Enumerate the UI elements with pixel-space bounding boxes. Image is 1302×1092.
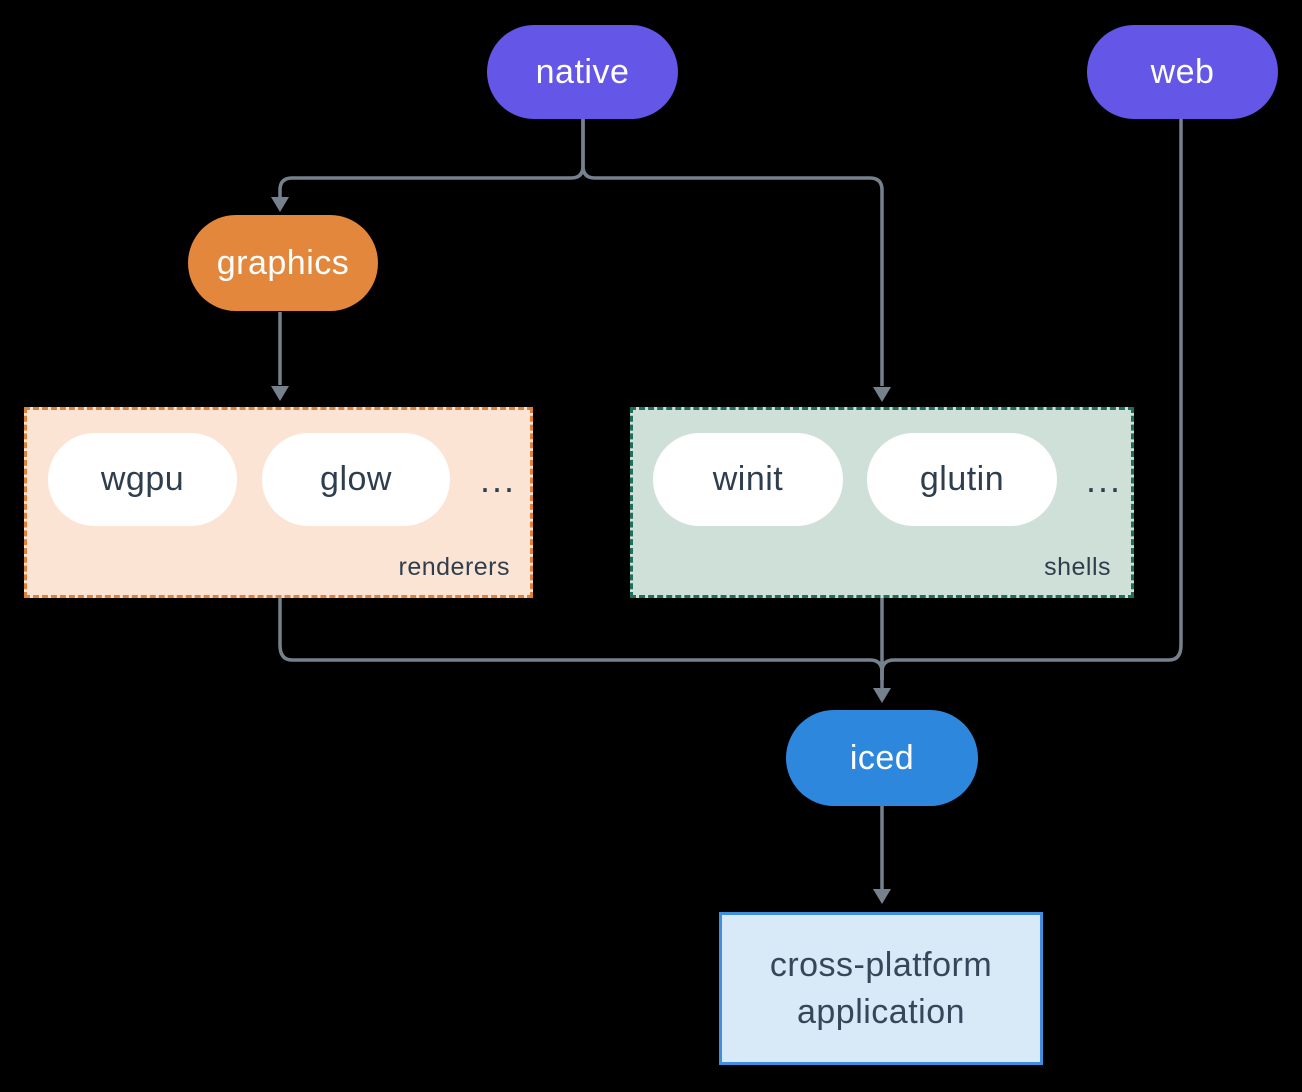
node-native-label: native [535,52,630,91]
arrowhead-renderers [271,386,289,401]
app-label-line1: cross-platform [769,945,993,984]
node-winit: winit [653,433,843,526]
node-wgpu-label: wgpu [100,460,185,498]
node-glow: glow [262,433,450,526]
app-label-line2: application [796,992,966,1031]
node-glow-label: glow [320,460,392,498]
group-renderers: wgpu glow ... renderers [24,407,533,598]
arrowhead-graphics [271,197,289,212]
node-glutin-label: glutin [919,460,1005,498]
edge-native-to-graphics [278,117,585,197]
node-web: web [1087,25,1278,119]
shells-ellipsis: ... [1085,458,1122,500]
node-glutin: glutin [867,433,1057,526]
renderers-ellipsis: ... [479,458,516,500]
renderers-group-label: renderers [398,553,510,581]
node-graphics: graphics [188,215,378,311]
group-shells: winit glutin ... shells [630,407,1134,598]
node-iced-label: iced [849,738,915,777]
arrowhead-iced [873,688,891,703]
edge-renderers-to-junction [278,598,884,680]
shells-group-label: shells [1044,553,1111,581]
edge-native-to-shells [581,117,884,386]
arrowhead-shells [873,387,891,402]
node-winit-label: winit [712,460,784,498]
node-native: native [487,25,678,119]
node-wgpu: wgpu [48,433,237,526]
node-graphics-label: graphics [216,243,350,282]
node-cross-platform-application: cross-platform application [719,912,1043,1065]
node-iced: iced [786,710,978,806]
arrowhead-app [873,889,891,904]
node-web-label: web [1150,52,1215,91]
